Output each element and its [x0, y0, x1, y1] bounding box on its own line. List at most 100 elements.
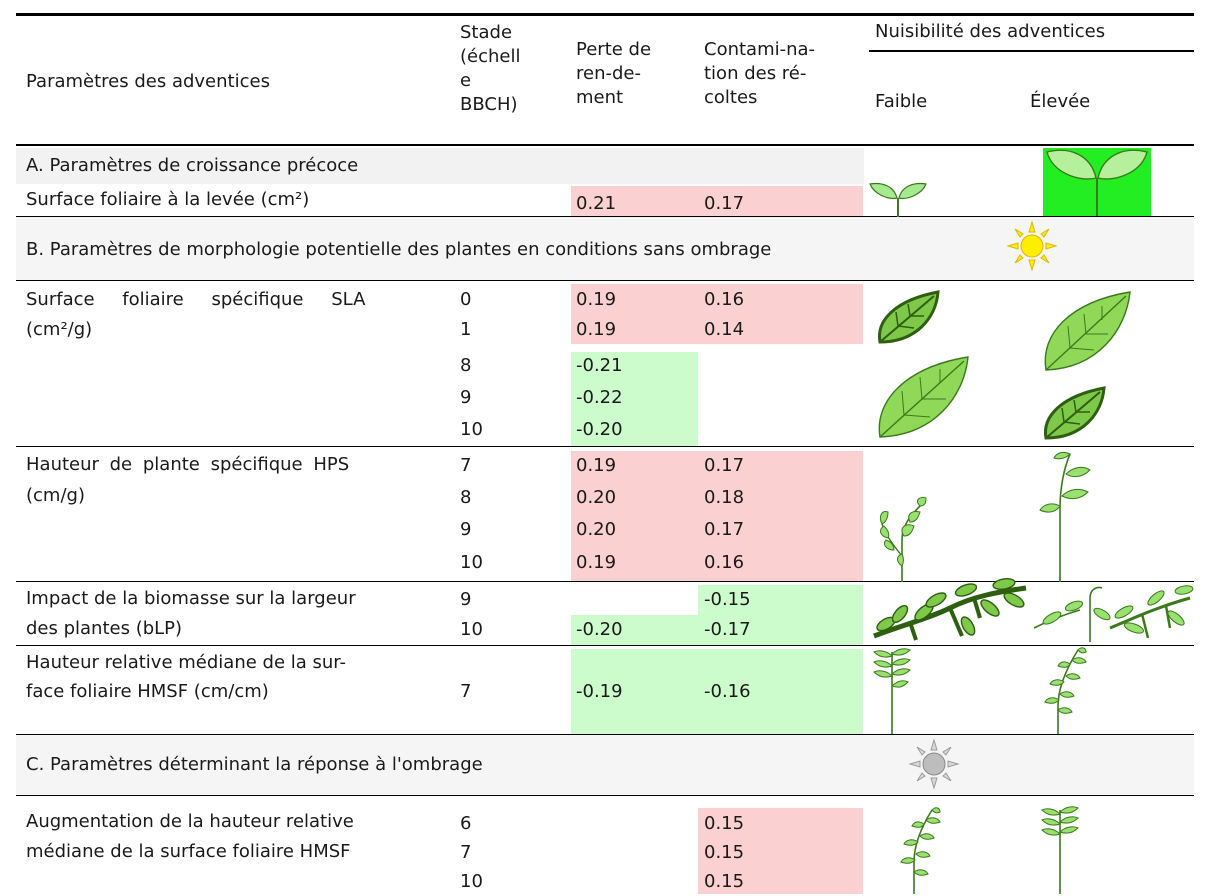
hps-stage-2: 9: [460, 519, 472, 540]
value-yield: 0.21: [576, 193, 617, 214]
leaf-icon: [1044, 386, 1106, 440]
hps-stage-0: 7: [460, 455, 472, 476]
blp-contam-1: -0.17: [704, 619, 751, 640]
group-rule: [869, 50, 1194, 52]
header-rule: [16, 144, 1194, 146]
hps-contam-cells: [698, 451, 863, 581]
sla-yield-4: -0.20: [576, 419, 623, 440]
rule-after-hmsf: [16, 734, 1194, 735]
blp-yield-cell: [571, 615, 698, 645]
rule-after-hps: [16, 581, 1194, 582]
vine-icon: [873, 578, 1027, 641]
sla-label-line1: Surface foliaire spécifique SLA: [26, 289, 366, 310]
hps-contam-1: 0.18: [704, 487, 745, 508]
blp-contam-0: -0.15: [704, 589, 751, 610]
hmsf-contam: -0.16: [704, 681, 751, 702]
plant-icon: [879, 497, 927, 582]
rule-after-b-title: [16, 280, 1194, 281]
sun-icon: [1006, 220, 1058, 272]
leaf-icon: [1044, 291, 1131, 371]
sla-stage-4: 10: [460, 419, 483, 440]
plant-icon: [873, 648, 911, 734]
hmsf-label-line2: face foliaire HMSF (cm/cm): [26, 681, 269, 702]
hps-contam-2: 0.17: [704, 519, 745, 540]
high-header: Élevée: [1030, 91, 1091, 112]
sla-r1-contam-cell: [698, 314, 863, 344]
section-a-band: [16, 148, 864, 184]
hps-yield-3: 0.19: [576, 552, 617, 573]
rule-after-sla: [16, 446, 1194, 447]
sla-r1-yield-cell: [571, 314, 698, 344]
seedling-icon: [869, 182, 927, 218]
sla-r2-yield-cell: [571, 352, 698, 446]
shade-label-line2: médiane de la surface foliaire HMSF: [26, 841, 351, 862]
hmsf-yield-cell: [571, 649, 698, 734]
shade-contam-1: 0.15: [704, 842, 745, 863]
rule-after-blp: [16, 645, 1194, 646]
param-col-header: Paramètres des adventices: [26, 71, 270, 92]
shade-contam-2: 0.15: [704, 871, 745, 892]
section-c-band: [16, 735, 1194, 795]
hps-yield-cells: [571, 451, 698, 581]
shade-contam-0: 0.15: [704, 813, 745, 834]
blp-stage-1: 10: [460, 619, 483, 640]
blp-contam-cells: [698, 585, 863, 645]
sla-stage-2: 8: [460, 355, 472, 376]
seedling-large-icon: [1046, 149, 1148, 216]
sla-stage-1: 1: [460, 319, 472, 340]
sla-yield-1: 0.19: [576, 319, 617, 340]
shade-stage-0: 6: [460, 813, 472, 834]
hps-label-line2: (cm/g): [26, 485, 85, 506]
cell-yield: [571, 186, 698, 216]
cell-contam: [698, 186, 863, 216]
hps-yield-2: 0.20: [576, 519, 617, 540]
sla-yield-3: -0.22: [576, 387, 623, 408]
hps-stage-1: 8: [460, 487, 472, 508]
low-header: Faible: [875, 91, 928, 112]
hps-yield-0: 0.19: [576, 455, 617, 476]
leaf-icon: [878, 290, 940, 344]
hmsf-label-line1: Hauteur relative médiane de la sur-: [26, 652, 347, 673]
blp-yield-1: -0.20: [576, 619, 623, 640]
hmsf-contam-cell: [698, 649, 863, 734]
plant-icon: [900, 807, 941, 894]
section-b-band: [16, 217, 1194, 280]
top-rule: [16, 13, 1194, 16]
leaf-icon: [878, 356, 969, 438]
shade-stage-2: 10: [460, 871, 483, 892]
value-contam: 0.17: [704, 193, 745, 214]
sla-yield-0: 0.19: [576, 289, 617, 310]
harm-group-header: Nuisibilité des adventices: [875, 21, 1106, 42]
hps-yield-1: 0.20: [576, 487, 617, 508]
shade-contam-cells: [698, 808, 863, 894]
hps-contam-3: 0.16: [704, 552, 745, 573]
shade-stage-1: 7: [460, 842, 472, 863]
plant-icon: [1041, 806, 1079, 894]
plant-icon: [1044, 647, 1087, 734]
section-c-title: C. Paramètres déterminant la réponse à l…: [26, 754, 483, 775]
hps-label-line1: Hauteur de plante spécifique HPS: [26, 454, 350, 475]
rule-after-a: [16, 216, 1194, 217]
vine-icon: [1033, 585, 1194, 642]
stage-col-header: Stade (échell e BBCH): [460, 22, 521, 115]
blp-stage-0: 9: [460, 589, 472, 610]
contam-col-header: Contami-na- tion des ré- coltes: [704, 39, 816, 108]
blp-label-line1: Impact de la biomasse sur la largeur: [26, 588, 356, 609]
sla-stage-0: 0: [460, 289, 472, 310]
leaf-area-label: Surface foliaire à la levée (cm²): [26, 189, 310, 210]
sla-r0-contam-cell: [698, 284, 863, 314]
hmsf-yield: -0.19: [576, 681, 623, 702]
rule-after-c-title: [16, 795, 1194, 796]
sla-yield-2: -0.21: [576, 355, 623, 376]
sla-label-line2: (cm²/g): [26, 319, 93, 340]
shade-sun-icon: [908, 738, 960, 790]
sla-stage-3: 9: [460, 387, 472, 408]
yield-col-header: Perte de ren-de- ment: [576, 39, 652, 108]
section-b-title: B. Paramètres de morphologie potentielle…: [26, 239, 772, 260]
sla-contam-0: 0.16: [704, 289, 745, 310]
section-a-title: A. Paramètres de croissance précoce: [26, 155, 359, 176]
hmsf-stage: 7: [460, 681, 472, 702]
blp-label-line2: des plantes (bLP): [26, 618, 183, 639]
hps-contam-0: 0.17: [704, 455, 745, 476]
plant-icon: [1039, 451, 1091, 582]
